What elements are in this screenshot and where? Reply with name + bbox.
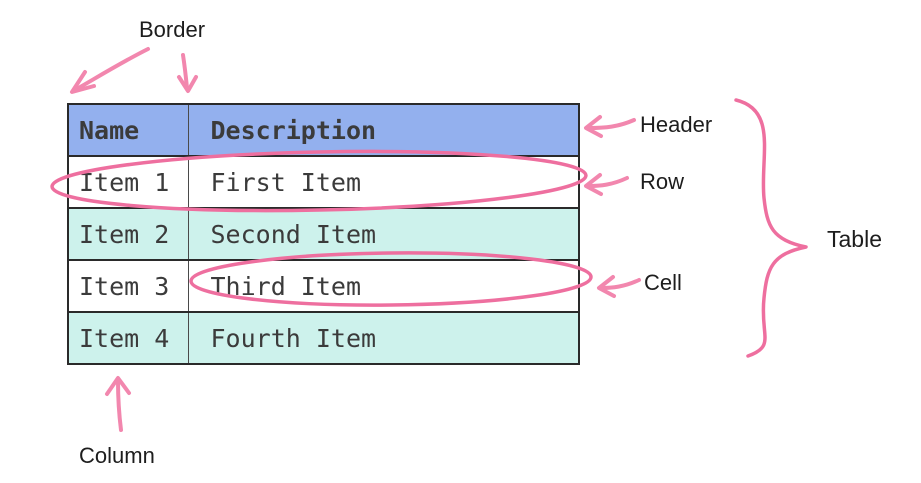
border-arrow-corner-icon xyxy=(70,47,150,94)
example-table: Name Description Item 1 First Item Item … xyxy=(67,103,580,365)
row-label: Row xyxy=(640,169,685,194)
column-header-description: Description xyxy=(187,103,579,157)
cell-name: Item 1 xyxy=(68,155,188,209)
cell-name: Item 3 xyxy=(68,259,188,313)
row-arrow-icon xyxy=(584,173,629,196)
cell-description: Second Item xyxy=(187,207,579,261)
cell-arrow-icon xyxy=(597,275,641,298)
border-label: Border xyxy=(139,17,206,42)
table-row: Item 3 Third Item xyxy=(68,259,579,313)
column-label: Column xyxy=(79,443,155,468)
cell-label: Cell xyxy=(644,270,682,295)
header-label: Header xyxy=(640,112,713,137)
cell-description: Fourth Item xyxy=(187,311,579,365)
table-brace-icon xyxy=(734,98,808,358)
table-label: Table xyxy=(827,226,882,252)
header-arrow-icon xyxy=(584,115,636,138)
table-row: Item 1 First Item xyxy=(68,155,579,209)
cell-name: Item 4 xyxy=(68,311,188,365)
cell-name: Item 2 xyxy=(68,207,188,261)
cell-description: Third Item xyxy=(187,259,579,313)
column-header-name: Name xyxy=(68,103,188,157)
table-row: Item 4 Fourth Item xyxy=(68,311,579,365)
border-arrow-divider-icon xyxy=(177,53,198,93)
table-row: Item 2 Second Item xyxy=(68,207,579,261)
cell-description: First Item xyxy=(187,155,579,209)
column-arrow-icon xyxy=(105,376,131,432)
table-header-row: Name Description xyxy=(68,103,579,157)
